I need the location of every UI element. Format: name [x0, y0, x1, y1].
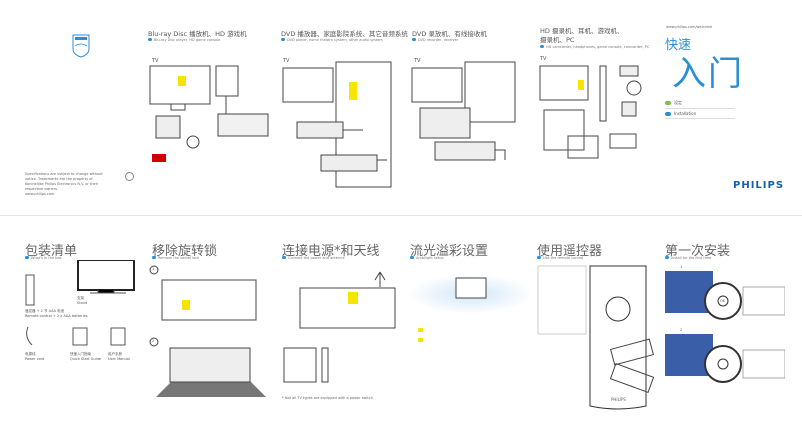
tv-label: TV — [540, 56, 547, 62]
tv-label: TV — [414, 58, 421, 64]
step-subtitle-remote: Use the remote control — [537, 256, 583, 260]
tv-label: TV — [283, 58, 290, 64]
remote-brand: PHILIPS — [611, 397, 626, 402]
connection-subtitle-3: DVD recorder, receiver — [412, 38, 458, 42]
cover-title: 入门 — [672, 54, 744, 94]
ok-button-label: OK — [720, 299, 726, 303]
philips-shield-logo — [72, 34, 90, 58]
step-subtitle-box: What's in the box — [25, 256, 62, 260]
step-number-2: 2 — [152, 339, 155, 343]
website: www.philips.com — [25, 192, 55, 196]
install-step-2 — [665, 334, 785, 383]
legal-text: Specifications are subject to change wit… — [25, 172, 103, 191]
connection-title-4b: 摄录机、PC — [540, 36, 575, 44]
recycle-icon — [125, 172, 134, 181]
install-step-1 — [665, 271, 785, 320]
step-subtitle-ambilight: Ambilight setup — [410, 256, 444, 260]
power-note: * Not all TV types are equipped with a p… — [282, 396, 374, 400]
fold-line — [0, 215, 802, 216]
connection-title-1: Blu-ray Disc 播放机、HD 游戏机 — [148, 30, 247, 38]
recorder-diagram — [411, 61, 516, 161]
box-contents-illustration — [25, 260, 135, 346]
step-number-1: 1 — [152, 267, 155, 271]
connection-title-4a: HD 摄录机、耳机、游戏机、 — [540, 27, 624, 35]
cover-quick: 快速 — [665, 38, 692, 53]
connection-subtitle-2: DVD player, home theatre system, other a… — [281, 38, 383, 42]
install-step-number-2: 2 — [680, 328, 683, 332]
hd-camcorder-diagram — [539, 65, 642, 159]
cover-item-setup: 设定 — [665, 100, 735, 109]
connection-title-2: DVD 播放器、家庭影院系统、其它音频系统 — [281, 30, 408, 38]
swivel-lock-illustration — [149, 265, 266, 397]
connection-subtitle-4: HD camcorder, headphones, game console, … — [540, 45, 649, 49]
bluray-diagram — [149, 65, 269, 162]
dvd-diagram — [282, 61, 392, 188]
remote-control-illustration — [537, 265, 655, 410]
install-step-number-1: 1 — [680, 265, 683, 269]
connection-subtitle-1: Blu-ray Disc player, HD game console — [148, 38, 220, 42]
step-subtitle-power: Connect the power and antenna — [282, 256, 345, 260]
step-subtitle-swivel: Remove the swivel lock — [152, 256, 199, 260]
philips-logo: PHILIPS — [733, 180, 785, 191]
step-subtitle-install: Install for the first time — [665, 256, 711, 260]
ambilight-illustration — [408, 274, 533, 342]
blue-dot-icon — [665, 112, 671, 116]
cover-website: www.philips.com/welcome — [666, 25, 713, 29]
green-dot-icon — [665, 101, 671, 105]
connection-title-3: DVD 录放机、有线接收机 — [412, 30, 487, 38]
power-antenna-illustration — [283, 271, 396, 383]
cover-item-installation: Installation — [665, 111, 735, 119]
back-cover: Specifications are subject to change wit… — [0, 0, 134, 216]
tv-label: TV — [152, 58, 159, 64]
